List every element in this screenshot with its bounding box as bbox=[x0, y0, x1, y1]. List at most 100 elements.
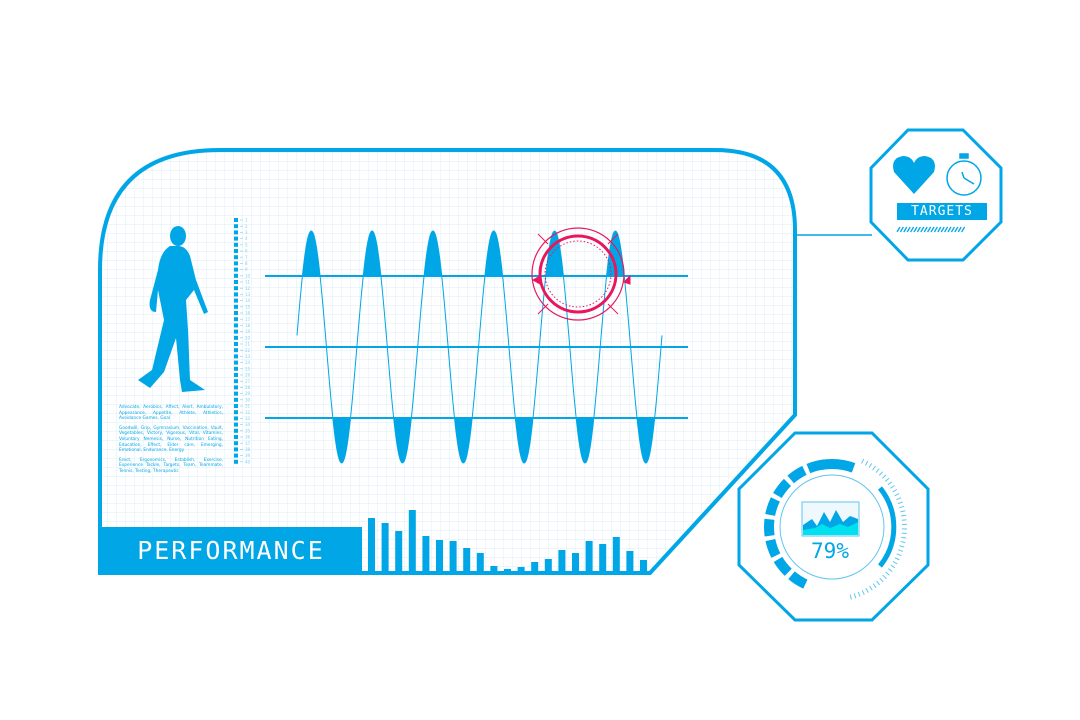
ruler-mark bbox=[234, 342, 238, 346]
ruler-mark bbox=[234, 348, 238, 353]
gauge-tick bbox=[887, 481, 893, 486]
ruler-label: 7 bbox=[245, 255, 248, 260]
note-paragraph: Erect, Ergonomics, Establish, Exercise, … bbox=[119, 457, 223, 474]
gauge-tick bbox=[896, 553, 902, 557]
hatch-mark bbox=[906, 226, 911, 233]
ruler-label: 10 bbox=[245, 273, 251, 278]
hatch-mark bbox=[961, 226, 966, 233]
ruler-mark bbox=[234, 323, 238, 328]
notes-text: Advocate, Aerobics, Affect, Alert, Ambul… bbox=[119, 405, 223, 479]
note-paragraph: Goodwill, Grip, Gymnasium, Vaccination, … bbox=[119, 425, 223, 454]
ruler-label: 24 bbox=[245, 360, 251, 365]
hatch-mark bbox=[957, 226, 962, 233]
gauge-tick bbox=[875, 468, 880, 473]
note-paragraph: Advocate, Aerobics, Affect, Alert, Ambul… bbox=[119, 405, 223, 422]
ruler-label: 31 bbox=[245, 404, 251, 409]
gauge-tick bbox=[869, 585, 873, 591]
gauge-tick bbox=[901, 514, 907, 517]
hatch-mark bbox=[896, 226, 901, 233]
gauge-tick bbox=[849, 594, 852, 600]
gauge-tick bbox=[899, 545, 905, 548]
ruler-label: 37 bbox=[245, 441, 251, 446]
progress-hatch bbox=[896, 226, 966, 233]
ruler-label: 4 bbox=[245, 236, 248, 241]
performance-bar bbox=[422, 536, 430, 572]
ruler-label: 15 bbox=[245, 304, 251, 309]
hatch-mark bbox=[903, 226, 908, 233]
hatch-mark bbox=[947, 226, 952, 233]
gauge-tick bbox=[861, 589, 865, 595]
performance-bar bbox=[395, 531, 403, 572]
wave-line bbox=[296, 230, 663, 464]
gauge-segment bbox=[787, 465, 807, 484]
gauge-segment bbox=[820, 459, 856, 473]
stopwatch-icon bbox=[946, 153, 982, 196]
gauge-tick bbox=[892, 561, 898, 565]
ruler-mark bbox=[234, 304, 238, 309]
ruler-mark bbox=[234, 255, 238, 260]
ruler-mark bbox=[234, 453, 238, 458]
gauge-tick bbox=[898, 549, 904, 552]
ruler-mark bbox=[234, 249, 238, 253]
gauge-segments bbox=[764, 459, 856, 589]
ruler-label: 18 bbox=[245, 323, 251, 328]
ruler-label: 5 bbox=[245, 242, 248, 247]
ruler-mark bbox=[234, 273, 238, 278]
ruler-label: 34 bbox=[245, 422, 251, 427]
gauge-tick bbox=[882, 474, 887, 479]
ruler-label: 3 bbox=[245, 230, 248, 235]
gauge-tick bbox=[894, 493, 900, 497]
gauge-segment bbox=[788, 571, 808, 589]
hatch-mark bbox=[933, 226, 938, 233]
ruler-mark bbox=[234, 373, 238, 377]
hatch-mark bbox=[930, 226, 935, 233]
performance-bar bbox=[463, 548, 471, 572]
gauge-ticks bbox=[849, 458, 907, 600]
ruler-mark bbox=[234, 459, 238, 464]
ruler-mark bbox=[234, 385, 238, 390]
gauge-tick bbox=[894, 557, 900, 561]
targets-badge bbox=[869, 128, 1003, 262]
gauge-value: 79% bbox=[811, 539, 849, 563]
hatch-mark bbox=[913, 226, 918, 233]
gauge-tick bbox=[890, 564, 896, 569]
gauge-tick bbox=[885, 571, 890, 576]
hatch-mark bbox=[944, 226, 949, 233]
ruler-mark bbox=[234, 224, 238, 229]
performance-bar bbox=[368, 518, 375, 572]
gauge-segment bbox=[764, 518, 775, 537]
gauge-segment bbox=[773, 556, 792, 576]
ruler-label: 11 bbox=[245, 280, 251, 285]
ruler-label: 36 bbox=[245, 435, 251, 440]
performance-bar bbox=[436, 540, 443, 572]
ruler-mark bbox=[234, 428, 238, 433]
ruler-mark bbox=[234, 329, 238, 334]
gauge-tick bbox=[864, 460, 869, 466]
gauge-tick bbox=[872, 583, 877, 588]
walking-human-icon bbox=[138, 226, 208, 392]
gauge-segment bbox=[765, 539, 781, 558]
ruler-label: 17 bbox=[245, 317, 251, 322]
hatch-mark bbox=[923, 226, 928, 233]
performance-bar bbox=[531, 562, 539, 572]
performance-bar bbox=[612, 537, 620, 572]
ruler-label: 26 bbox=[245, 373, 251, 378]
ruler-label: 25 bbox=[245, 366, 251, 371]
gauge-segment bbox=[773, 478, 791, 498]
ruler-mark bbox=[234, 422, 238, 427]
ruler-label: 30 bbox=[245, 397, 251, 402]
performance-bar bbox=[544, 559, 552, 572]
gauge-tick bbox=[876, 580, 881, 586]
ruler-label: 12 bbox=[245, 286, 251, 291]
gauge-tick bbox=[878, 471, 884, 476]
gauge-tick bbox=[892, 489, 898, 493]
ruler-mark bbox=[234, 404, 238, 408]
main-panel bbox=[98, 148, 797, 575]
ruler-mark bbox=[234, 280, 238, 284]
gauge-tick bbox=[890, 485, 895, 489]
gauge-tick bbox=[853, 593, 857, 599]
ruler-mark bbox=[234, 267, 238, 272]
hatch-mark bbox=[916, 226, 921, 233]
ruler-mark bbox=[234, 230, 238, 235]
